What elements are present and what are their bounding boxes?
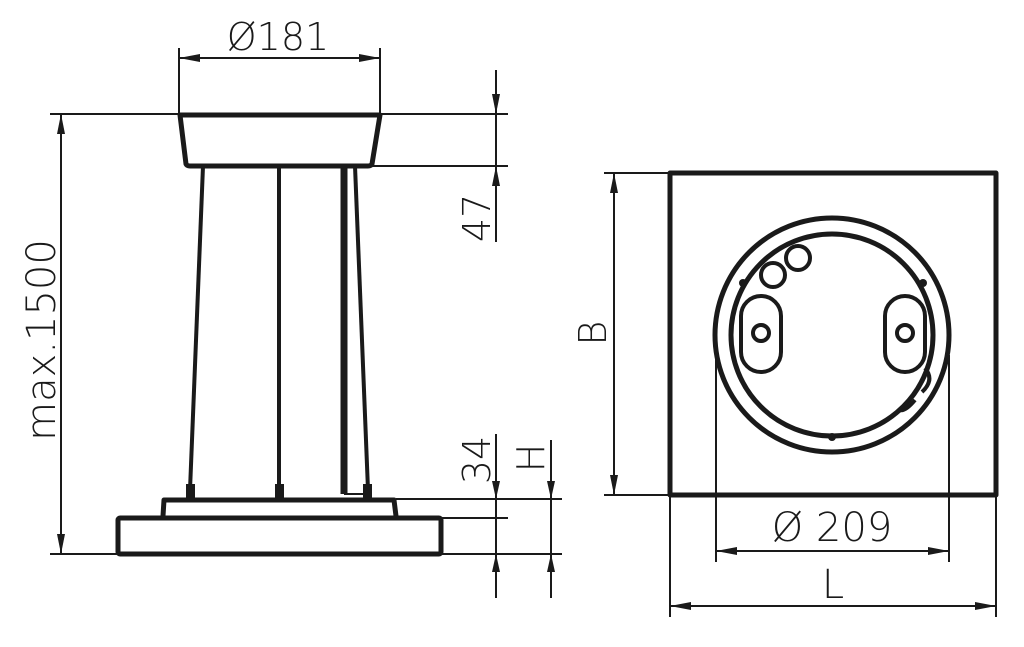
screw-left <box>751 323 771 343</box>
label-width: B <box>571 321 615 346</box>
dim-width: B <box>571 172 670 496</box>
label-length: L <box>822 562 844 608</box>
extension-lines <box>50 113 562 555</box>
label-overall-height: max.1500 <box>19 239 65 441</box>
dim-length: L <box>669 495 997 617</box>
canopy <box>177 112 383 169</box>
upper-body-plate <box>160 497 399 517</box>
cable-hole-1 <box>759 261 787 289</box>
screw-right <box>895 323 915 343</box>
side-view <box>115 112 444 557</box>
label-body-height: 34 <box>455 436 499 484</box>
mount-inner-ring <box>728 231 936 439</box>
dim-mount-diameter: Ø 209 <box>715 355 950 562</box>
top-view <box>667 170 999 498</box>
mounting-slot-right <box>883 294 927 374</box>
cable-hole-2 <box>784 244 812 272</box>
label-mount-diameter: Ø 209 <box>772 505 893 551</box>
label-height-variable: H <box>509 444 553 473</box>
dim-overall-height: max.1500 <box>19 114 65 554</box>
suspension-cables <box>186 165 372 498</box>
housing-outline <box>667 170 999 498</box>
mount-outer-ring <box>712 215 952 455</box>
dim-body-height: 34 <box>455 434 500 598</box>
label-canopy-height: 47 <box>455 194 499 242</box>
mounting-slot-left <box>739 294 783 374</box>
lower-body <box>115 515 444 557</box>
dim-canopy-height: 47 <box>455 70 500 242</box>
label-canopy-diameter: Ø181 <box>227 15 329 59</box>
dim-canopy-diameter: Ø181 <box>178 15 381 115</box>
dim-height-variable: H <box>509 440 555 598</box>
